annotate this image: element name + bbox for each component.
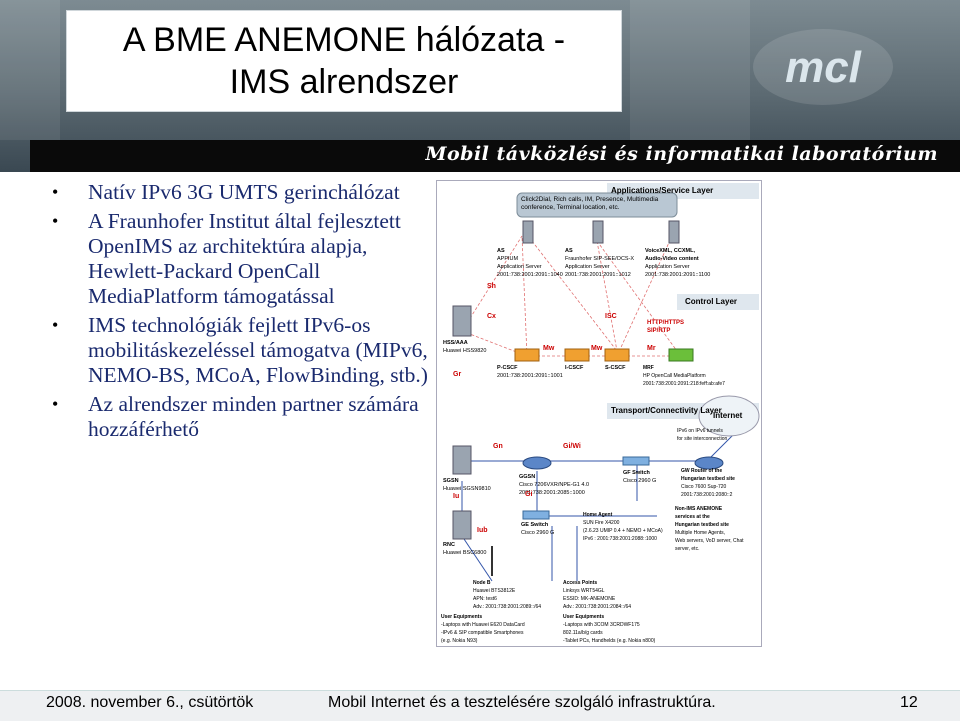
diagram-lines [452, 183, 760, 582]
scscf-label: S-CSCF [605, 365, 626, 371]
interface-label: Sh [487, 283, 496, 290]
interface-label: Gi/Wi [563, 443, 581, 450]
header-photo-panel [0, 0, 60, 140]
transport-layer-label: Transport/Connectivity Layer [611, 406, 722, 415]
bullet-item: • Az alrendszer minden partner számára ho… [52, 392, 430, 442]
footer: 2008. november 6., csütörtök Mobil Inter… [0, 690, 960, 721]
bullet-item: • A Fraunhofer Institut által fejlesztett… [52, 209, 430, 309]
mcl-logo-icon: mcl [753, 29, 893, 105]
ue2-label: User Equipments-Laptops with 3COM 3CRDWF… [563, 614, 656, 644]
bullet-text: Natív IPv6 3G UMTS gerinchálózat [88, 180, 400, 204]
bullet-text: IMS technológiák fejlett IPv6-os mobilit… [88, 313, 428, 387]
icscf-label: I-CSCF [565, 365, 584, 371]
bullet-text: Az alrendszer minden partner számára hoz… [88, 392, 419, 441]
bullet-dot-icon: • [52, 182, 59, 202]
interface-label: Mr [647, 345, 656, 352]
bullet-dot-icon: • [52, 315, 59, 335]
header-photo-panel [630, 0, 750, 140]
title-line-1: A BME ANEMONE hálózata - [122, 21, 566, 59]
interface-label: Gr [453, 371, 462, 378]
interface-label: Iu [453, 493, 460, 500]
title-box: A BME ANEMONE hálózata - IMS alrendszer [66, 10, 622, 112]
bullet-text: A Fraunhofer Institut által fejlesztett … [88, 209, 401, 308]
bullet-list: • Natív IPv6 3G UMTS gerinchálózat • A Fra… [52, 180, 430, 446]
bullet-item: • Natív IPv6 3G UMTS gerinchálózat [52, 180, 430, 205]
title-line-2: IMS alrendszer [229, 63, 459, 101]
bullet-dot-icon: • [52, 211, 59, 231]
lab-bar: Mobil távközlési és informatikai laborat… [30, 140, 960, 172]
diagram-right-panel [762, 400, 958, 645]
page-number: 12 [900, 694, 918, 711]
lab-name: Mobil távközlési és informatikai laborat… [425, 143, 938, 165]
ue1-label: User Equipments-Laptops with Huawei E620… [441, 614, 525, 644]
app-services-text: Click2Dial, Rich calls, IM, Presence, Mu… [521, 196, 659, 211]
interface-label: Mw [591, 345, 603, 352]
header-banner: A BME ANEMONE hálózata - IMS alrendszer … [0, 0, 960, 172]
control-layer-label: Control Layer [685, 297, 738, 306]
interface-label: Gi [525, 491, 533, 498]
network-diagram: Applications/Service Layer Control Layer… [436, 180, 762, 647]
svg-text:mcl: mcl [785, 43, 862, 92]
interface-label: Gn [493, 443, 503, 450]
internet-label: Internet [713, 411, 743, 420]
footer-date: 2008. november 6., csütörtök [46, 694, 254, 711]
bullet-item: • IMS technológiák fejlett IPv6-os mobili… [52, 313, 430, 388]
footer-subject: Mobil Internet és a tesztelésére szolgál… [328, 694, 716, 711]
slide-title: A BME ANEMONE hálózata - IMS alrendszer [67, 19, 621, 103]
interface-label: Mw [543, 345, 555, 352]
interface-label: Cx [487, 313, 496, 320]
app-layer-label: Applications/Service Layer [611, 186, 714, 195]
interface-label: Iub [477, 527, 488, 534]
bullet-dot-icon: • [52, 394, 59, 414]
interface-label: ISC [605, 313, 617, 320]
